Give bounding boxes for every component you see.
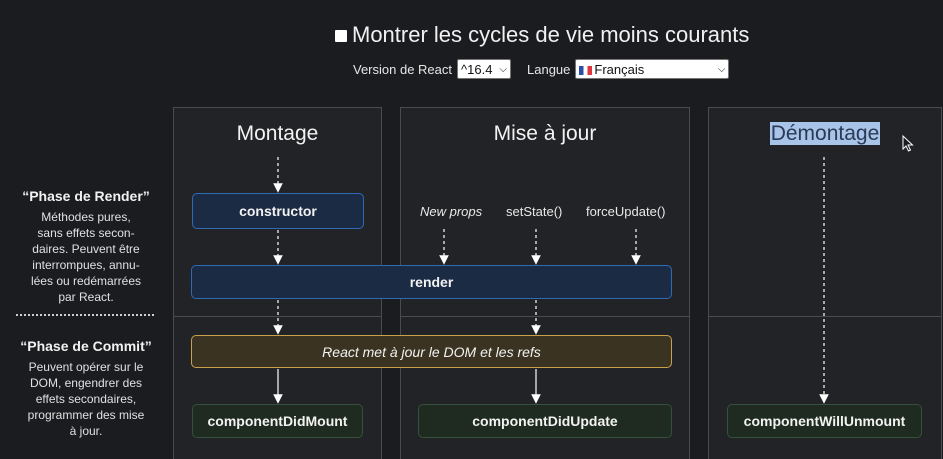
commit-phase-legend: “Phase de Commit” Peuvent opérer sur le … [0, 338, 172, 439]
render-phase-description: Méthodes pures, sans effets secon- daire… [30, 210, 142, 304]
language-value: Français [594, 61, 645, 77]
toggle-label: Montrer les cycles de vie moins courants [352, 22, 750, 47]
force-update-trigger: forceUpdate() [586, 204, 666, 219]
show-less-common-lifecycles-toggle[interactable]: Montrer les cycles de vie moins courants [335, 22, 749, 48]
version-label: Version de React [353, 61, 453, 77]
new-props-trigger: New props [420, 204, 483, 219]
phase-separator [401, 316, 689, 317]
version-select[interactable]: ^16.4 ⌵ [457, 59, 512, 79]
commit-phase-description: Peuvent opérer sur le DOM, engendrer des… [27, 360, 145, 438]
phase-separator [174, 316, 381, 317]
version-value: ^16.4 [461, 61, 493, 77]
legend-divider [16, 314, 154, 316]
checkbox[interactable] [335, 30, 347, 42]
commit-phase-title: “Phase de Commit” [20, 338, 152, 354]
unmounting-title: Démontage [769, 122, 881, 145]
render-phase-legend: “Phase de Render” Méthodes pures, sans e… [0, 188, 172, 305]
chevron-down-icon: ⌵ [499, 63, 508, 75]
mounting-title: Montage [236, 122, 319, 145]
set-state-trigger: setState() [506, 204, 563, 219]
component-did-update-box[interactable]: componentDidUpdate [418, 404, 672, 438]
dom-update-box: React met à jour le DOM et les refs [191, 335, 672, 368]
component-will-unmount-box[interactable]: componentWillUnmount [727, 404, 922, 438]
chevron-down-icon: ⌵ [717, 63, 726, 75]
french-flag-icon [579, 65, 593, 75]
mouse-cursor-icon [902, 135, 914, 152]
updating-title: Mise à jour [493, 122, 597, 145]
language-label: Langue [527, 61, 571, 77]
constructor-box[interactable]: constructor [192, 193, 364, 229]
phase-separator [709, 316, 942, 317]
language-select[interactable]: Français ⌵ [575, 59, 730, 79]
component-did-mount-box[interactable]: componentDidMount [192, 404, 363, 438]
render-phase-title: “Phase de Render” [22, 188, 150, 204]
render-box[interactable]: render [191, 265, 672, 299]
controls-bar: Version de React ^16.4 ⌵ Langue Français… [353, 59, 730, 79]
